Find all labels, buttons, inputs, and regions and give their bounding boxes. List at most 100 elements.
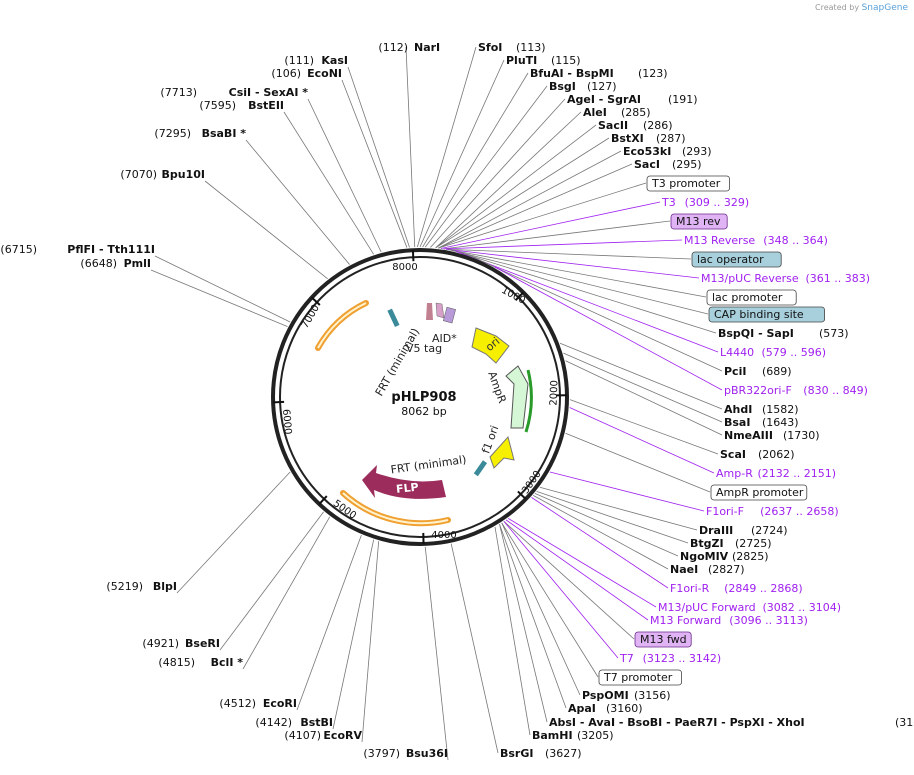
- label-btgzi[interactable]: BtgZI(2725): [690, 537, 772, 550]
- enzyme-name: BstXI: [611, 132, 644, 145]
- label-t3[interactable]: T3(309 .. 329): [661, 196, 749, 209]
- label-lac-operator[interactable]: lac operator: [691, 251, 782, 268]
- label-agei-sgrai[interactable]: AgeI - SgrAI(191): [567, 93, 698, 106]
- feature-name: lac operator: [697, 253, 764, 266]
- label-m13-puc-forward[interactable]: M13/pUC Forward(3082 .. 3104): [658, 601, 841, 614]
- site-position: (4142): [255, 716, 292, 729]
- label-csii-sexai-[interactable]: CsiI - SexAI *(7713): [160, 86, 308, 99]
- label-sacii[interactable]: SacII(286): [598, 119, 673, 132]
- label-pspomi[interactable]: PspOMI(3156): [582, 689, 671, 702]
- label-m13-reverse[interactable]: M13 Reverse(348 .. 364): [684, 234, 828, 247]
- label-amp-r[interactable]: Amp-R(2132 .. 2151): [716, 467, 836, 480]
- label-absi-avai-bsobi-paer7i-pspxi-xhoi[interactable]: AbsI - AvaI - BsoBI - PaeR7I - PspXI - X…: [549, 716, 914, 729]
- label-pcii[interactable]: PciI(689): [724, 365, 792, 378]
- label-pmli[interactable]: PmlI(6648): [80, 257, 151, 270]
- label-m13-forward[interactable]: M13 Forward (3096 .. 3113): [650, 614, 808, 627]
- site-position: (3156): [634, 689, 671, 702]
- label-bstxi[interactable]: BstXI(287): [611, 132, 686, 145]
- label-f1ori-f[interactable]: F1ori-F(2637 .. 2658): [706, 505, 839, 518]
- leader-line: [150, 269, 288, 327]
- credit-prefix: Created by: [815, 3, 860, 12]
- label-bsu36i[interactable]: Bsu36I(3797): [363, 747, 448, 760]
- feature-name: CAP binding site: [714, 308, 804, 321]
- label-t7[interactable]: T7(3123 .. 3142): [619, 652, 721, 665]
- enzyme-name: NarI: [414, 41, 440, 54]
- leader-line: [440, 201, 661, 249]
- tick-3000: [517, 490, 527, 500]
- enzyme-name: SacII: [598, 119, 628, 132]
- label-kasi[interactable]: KasI(111): [284, 54, 348, 67]
- label-eco53ki[interactable]: Eco53kI (293): [623, 145, 712, 158]
- site-position: (111): [284, 54, 314, 67]
- tick-label-6000: 6000: [280, 409, 293, 435]
- label-bseri[interactable]: BseRI(4921): [142, 637, 220, 650]
- label-ngomiv[interactable]: NgoMIV(2825): [680, 550, 769, 563]
- label-lac-promoter[interactable]: lac promoter: [706, 289, 797, 306]
- enzyme-name: Eco53kI: [623, 145, 671, 158]
- site-position: (5219): [106, 580, 143, 593]
- label-alei[interactable]: AleI(285): [583, 106, 651, 119]
- label-l4440[interactable]: L4440(579 .. 596): [720, 346, 826, 359]
- site-position: (295): [672, 158, 702, 171]
- label-bstbi[interactable]: BstBI(4142): [255, 716, 333, 729]
- label-bamhi[interactable]: BamHI(3205): [532, 729, 614, 742]
- label-f1ori-r[interactable]: F1ori-R(2849 .. 2868): [670, 582, 803, 595]
- label-blpi[interactable]: BlpI(5219): [106, 580, 177, 593]
- label-apai[interactable]: ApaI(3160): [568, 702, 643, 715]
- enzyme-name: SfoI: [478, 41, 502, 54]
- site-position: (579 .. 596): [762, 346, 827, 359]
- label-ecori[interactable]: EcoRI(4512): [219, 697, 297, 710]
- label-bsgi[interactable]: BsgI(127): [549, 80, 617, 93]
- tick-label-2000: 2000: [549, 380, 561, 406]
- leader-line: [204, 180, 328, 280]
- site-position: (293): [682, 145, 712, 158]
- label-t7-promoter[interactable]: T7 promoter: [598, 669, 682, 686]
- site-position: (7295): [154, 127, 191, 140]
- label-ampr-promoter[interactable]: AmpR promoter: [710, 484, 808, 501]
- label-saci[interactable]: SacI(295): [634, 158, 702, 171]
- label-nmeaiii[interactable]: NmeAIII(1730): [724, 429, 820, 442]
- label-cap-binding-site[interactable]: CAP binding site: [708, 306, 825, 323]
- enzyme-name: BfuAI - BspMI: [530, 67, 614, 80]
- label-bsai[interactable]: BsaI(1643): [724, 416, 799, 429]
- primer-name: M13 Forward: [650, 614, 721, 627]
- label-t3-promoter[interactable]: T3 promoter: [646, 175, 730, 192]
- label-m13-puc-reverse[interactable]: M13/pUC Reverse(361 .. 383): [701, 272, 870, 285]
- label-ecorv[interactable]: EcoRV(4107): [284, 729, 362, 742]
- enzyme-name: BtgZI: [690, 537, 724, 550]
- ampr-label: AmpR: [485, 370, 509, 406]
- site-position: (1643): [762, 416, 799, 429]
- enzyme-name: EcoRI: [263, 697, 297, 710]
- label-draiii[interactable]: DraIII(2724): [699, 524, 788, 537]
- leader-line: [443, 220, 671, 250]
- site-labels: (112)NarI SfoI(113)PluTI(115)BfuAI - BspM…: [0, 41, 914, 760]
- label-pflfi-tth111i[interactable]: PflFI - Tth111I(6715): [0, 243, 155, 256]
- enzyme-name: EcoNI: [307, 67, 342, 80]
- enzyme-name: PflFI - Tth111I: [67, 243, 155, 256]
- site-position: (573): [819, 327, 849, 340]
- label-pbr322ori-f[interactable]: pBR322ori-F(830 .. 849): [724, 384, 868, 397]
- label-sfoi[interactable]: SfoI(113): [478, 41, 546, 54]
- label-scai[interactable]: ScaI(2062): [720, 448, 795, 461]
- label-bpu10i[interactable]: Bpu10I(7070): [120, 168, 205, 181]
- site-position: (3096 .. 3113): [729, 614, 808, 627]
- label-bsabi-[interactable]: BsaBI *(7295): [154, 127, 246, 140]
- label-m13-rev[interactable]: M13 rev: [670, 213, 728, 230]
- label-econi[interactable]: EcoNI(106): [271, 67, 342, 80]
- label-bfuai-bspmi[interactable]: BfuAI - BspMI(123): [530, 67, 668, 80]
- label-bsrgi[interactable]: BsrGI(3627): [500, 747, 582, 760]
- leader-line: [438, 182, 647, 249]
- leader-line: [494, 266, 723, 391]
- site-position: (6648): [80, 257, 117, 270]
- enzyme-name: BamHI: [532, 729, 573, 742]
- label-pluti[interactable]: PluTI(115): [506, 54, 581, 67]
- label-nari[interactable]: (112)NarI: [378, 41, 440, 54]
- label-ahdi[interactable]: AhdI(1582): [724, 403, 799, 416]
- leader-line: [242, 516, 331, 670]
- label-bcli-[interactable]: BclI *(4815): [158, 656, 243, 669]
- label-bsteii[interactable]: BstEII(7595): [199, 99, 284, 112]
- label-naei[interactable]: NaeI(2827): [670, 563, 745, 576]
- label-bspqi-sapi[interactable]: BspQI - SapI(573): [718, 327, 849, 340]
- label-m13-fwd[interactable]: M13 fwd: [634, 631, 692, 648]
